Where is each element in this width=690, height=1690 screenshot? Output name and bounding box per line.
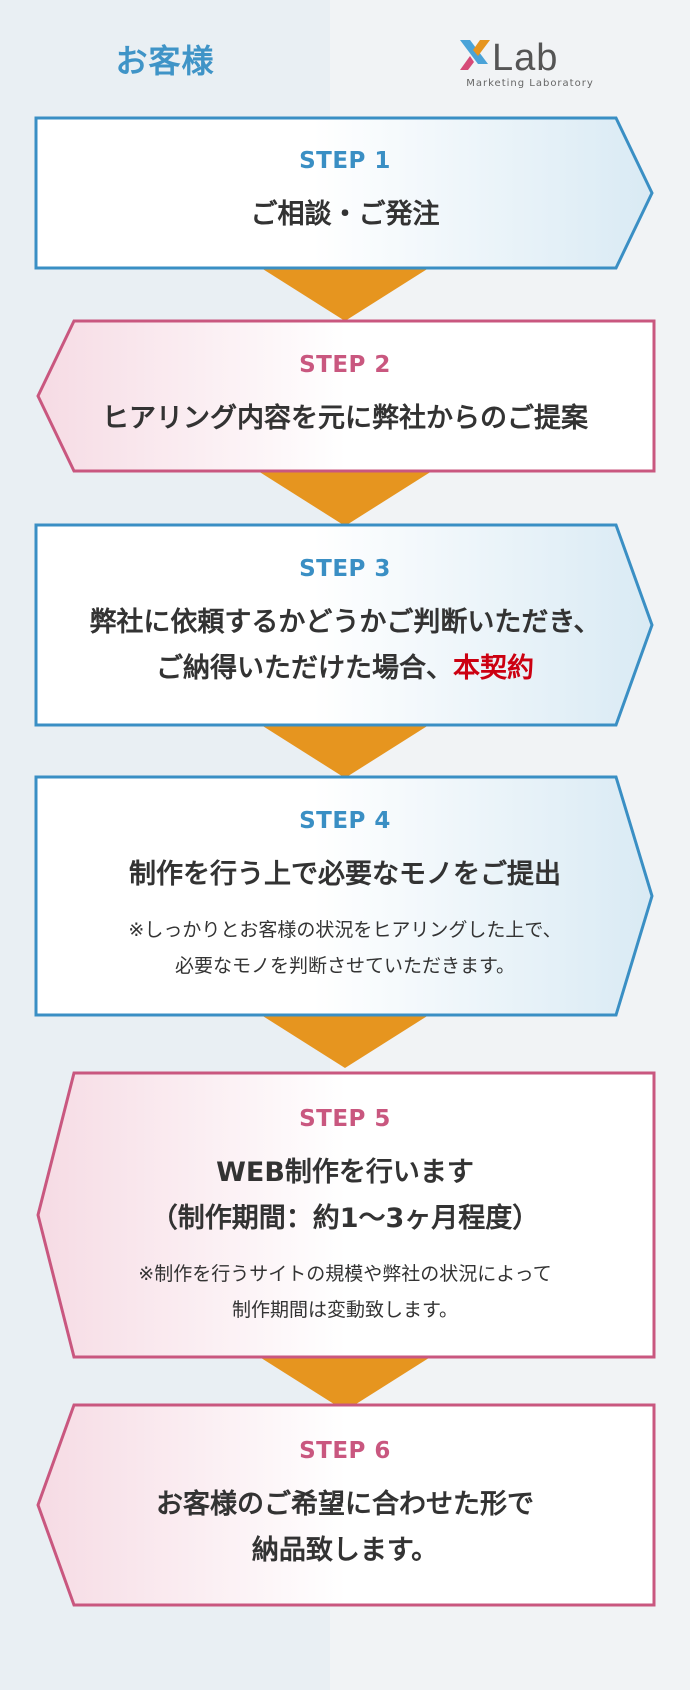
step-3-box: [34, 523, 654, 727]
flow-arrow-3: [258, 723, 432, 778]
flow-arrow-1: [258, 266, 432, 321]
step-1-label: STEP 1: [299, 148, 391, 174]
step-5-box: [36, 1071, 656, 1359]
step-6-label: STEP 6: [299, 1438, 391, 1464]
step-2-label: STEP 2: [299, 352, 391, 378]
step-4-title: 制作を行う上で必要なモノをご提出: [129, 859, 561, 890]
step-5-title-line1: WEB制作を行います: [216, 1157, 474, 1188]
customer-heading: お客様: [115, 42, 215, 80]
step-3-label: STEP 3: [299, 556, 391, 582]
step-6-title-line2: 納品致します。: [251, 1535, 439, 1566]
step-4-note: ※しっかりとお客様の状況をヒアリングした上で、 必要なモノを判断させていただきま…: [70, 912, 620, 984]
step-3-title-line2-text: ご納得いただけた場合、: [156, 653, 453, 684]
step-4-label: STEP 4: [299, 808, 391, 834]
flow-arrow-5: [258, 1356, 432, 1411]
step-4-note-line2: 必要なモノを判断させていただきます。: [174, 955, 516, 977]
step-5-label: STEP 5: [299, 1106, 391, 1132]
step-4-box: [34, 775, 654, 1017]
step-1: STEP 1 ご相談・ご発注: [70, 148, 620, 238]
step-5-note: ※制作を行うサイトの規模や弊社の状況によって 制作期間は変動致します。: [70, 1256, 620, 1328]
step-2: STEP 2 ヒアリング内容を元に弊社からのご提案: [70, 352, 620, 442]
step-1-title: ご相談・ご発注: [250, 199, 440, 230]
step-3-title-line1: 弊社に依頼するかどうかご判断いただき、: [89, 607, 601, 638]
xlab-logo: Lab: [460, 37, 558, 79]
logo-subtitle: Marketing Laboratory: [466, 78, 594, 89]
step-4-note-line1: ※しっかりとお客様の状況をヒアリングした上で、: [128, 919, 562, 941]
step-4: STEP 4 制作を行う上で必要なモノをご提出 ※しっかりとお客様の状況をヒアリ…: [70, 808, 620, 984]
step-2-title: ヒアリング内容を元に弊社からのご提案: [102, 403, 588, 434]
step-3-title-line2: ご納得いただけた場合、本契約: [70, 646, 620, 692]
step-6-box: [36, 1403, 656, 1607]
step-5-title-line2: （制作期間：約1〜3ヶ月程度）: [150, 1203, 540, 1234]
step-5-note-line1: ※制作を行うサイトの規模や弊社の状況によって: [138, 1263, 552, 1285]
step-3-contract-emphasis: 本契約: [453, 653, 534, 684]
step-3: STEP 3 弊社に依頼するかどうかご判断いただき、 ご納得いただけた場合、本契…: [70, 556, 620, 692]
svg-text:Lab: Lab: [492, 37, 558, 79]
step-6-title-line1: お客様のご希望に合わせた形で: [156, 1489, 534, 1520]
step-1-box: [34, 116, 654, 270]
step-2-box: [36, 319, 656, 473]
flow-arrow-2: [258, 471, 432, 526]
step-5-note-line2: 制作期間は変動致します。: [231, 1299, 459, 1321]
step-6: STEP 6 お客様のご希望に合わせた形で 納品致します。: [70, 1438, 620, 1574]
step-5: STEP 5 WEB制作を行います （制作期間：約1〜3ヶ月程度） ※制作を行う…: [70, 1106, 620, 1328]
flow-arrow-4: [258, 1013, 432, 1068]
